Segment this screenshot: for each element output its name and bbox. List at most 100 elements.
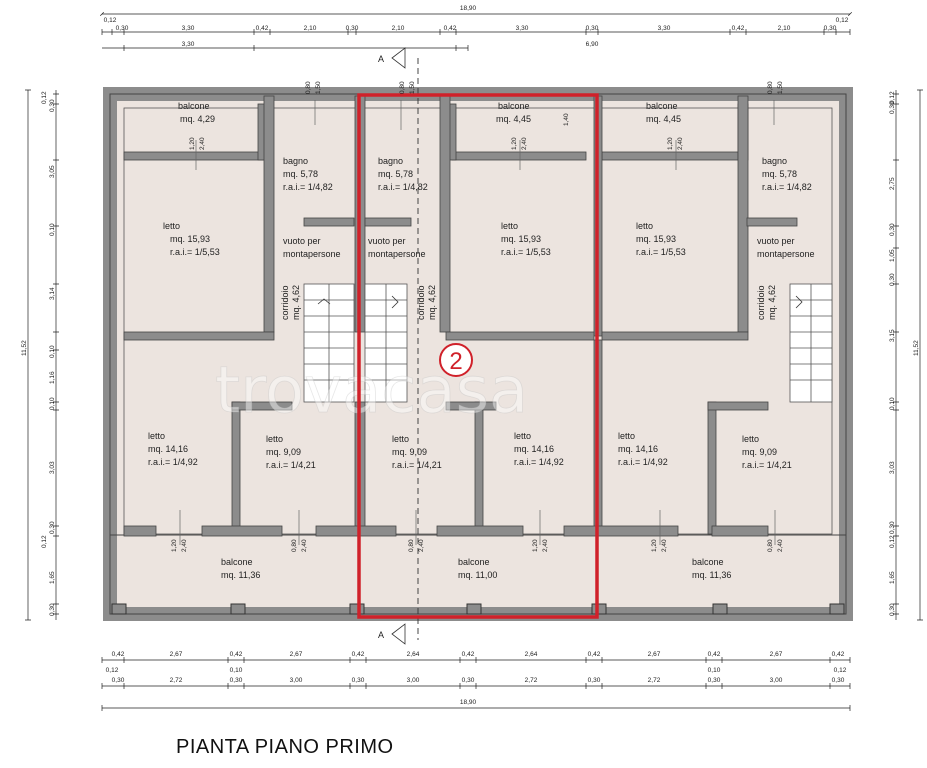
svg-text:1,65: 1,65 bbox=[889, 571, 896, 584]
svg-text:1,16: 1,16 bbox=[49, 371, 56, 384]
svg-text:0,42: 0,42 bbox=[832, 651, 845, 658]
svg-text:0,12: 0,12 bbox=[41, 535, 48, 548]
svg-text:1,20: 1,20 bbox=[532, 539, 539, 552]
dimension-left bbox=[25, 89, 59, 621]
svg-text:0,42: 0,42 bbox=[444, 25, 457, 32]
dimension-bottom-labels: 0,42 2,67 0,42 2,67 0,42 2,64 0,42 2,64 … bbox=[106, 651, 847, 706]
svg-text:11,52: 11,52 bbox=[913, 340, 920, 356]
svg-text:0,30: 0,30 bbox=[889, 101, 896, 114]
dimension-right-labels: 0,12 0,30 2,75 0,30 1,05 0,30 3,15 0,10 … bbox=[889, 91, 920, 616]
svg-text:0,12: 0,12 bbox=[41, 91, 48, 104]
svg-text:0,80: 0,80 bbox=[767, 539, 774, 552]
svg-text:1,05: 1,05 bbox=[889, 249, 896, 262]
corridor-label: corridoiomq. 4,62 bbox=[756, 285, 777, 320]
svg-text:0,30: 0,30 bbox=[116, 25, 129, 32]
svg-text:0,42: 0,42 bbox=[230, 651, 243, 658]
svg-text:0,80: 0,80 bbox=[767, 81, 774, 94]
svg-text:1,50: 1,50 bbox=[315, 81, 322, 94]
svg-text:3,30: 3,30 bbox=[516, 25, 529, 32]
svg-text:2,72: 2,72 bbox=[525, 677, 538, 684]
svg-text:0,30: 0,30 bbox=[889, 223, 896, 236]
svg-text:0,42: 0,42 bbox=[708, 651, 721, 658]
svg-text:1,20: 1,20 bbox=[667, 137, 674, 150]
svg-text:1,20: 1,20 bbox=[171, 539, 178, 552]
svg-text:2,67: 2,67 bbox=[770, 651, 783, 658]
svg-text:0,30: 0,30 bbox=[889, 603, 896, 616]
svg-text:0,30: 0,30 bbox=[112, 677, 125, 684]
svg-text:2,40: 2,40 bbox=[301, 539, 308, 552]
svg-text:2,40: 2,40 bbox=[542, 539, 549, 552]
svg-text:3,00: 3,00 bbox=[770, 677, 783, 684]
svg-text:2,75: 2,75 bbox=[889, 177, 896, 190]
unit-number-marker: 2 bbox=[439, 343, 473, 377]
svg-text:3,30: 3,30 bbox=[658, 25, 671, 32]
window-dims: 0,80 1,50 0,80 1,50 0,80 1,50 1,20 2,40 … bbox=[171, 81, 784, 552]
svg-text:6,90: 6,90 bbox=[586, 41, 599, 48]
staircase-right bbox=[789, 283, 833, 403]
svg-text:0,30: 0,30 bbox=[230, 677, 243, 684]
svg-text:0,12: 0,12 bbox=[836, 17, 849, 24]
svg-text:0,30: 0,30 bbox=[346, 25, 359, 32]
svg-text:18,90: 18,90 bbox=[460, 5, 477, 12]
svg-text:2,64: 2,64 bbox=[525, 651, 538, 658]
corridor-label: corridoiomq. 4,62 bbox=[416, 285, 437, 320]
svg-text:0,80: 0,80 bbox=[399, 81, 406, 94]
svg-text:2,40: 2,40 bbox=[418, 539, 425, 552]
svg-text:3,03: 3,03 bbox=[49, 461, 56, 474]
svg-text:1,20: 1,20 bbox=[511, 137, 518, 150]
svg-text:2,40: 2,40 bbox=[777, 539, 784, 552]
svg-text:11,52: 11,52 bbox=[21, 340, 28, 356]
dimension-bottom bbox=[101, 657, 851, 711]
svg-text:0,42: 0,42 bbox=[588, 651, 601, 658]
svg-text:0,80: 0,80 bbox=[408, 539, 415, 552]
section-mark-bottom: A bbox=[378, 630, 384, 640]
svg-text:0,12: 0,12 bbox=[104, 17, 117, 24]
svg-text:0,30: 0,30 bbox=[352, 677, 365, 684]
section-mark-top: A bbox=[378, 54, 384, 64]
svg-text:0,10: 0,10 bbox=[708, 667, 721, 674]
svg-text:3,15: 3,15 bbox=[889, 329, 896, 342]
svg-text:2,67: 2,67 bbox=[648, 651, 661, 658]
svg-text:0,30: 0,30 bbox=[824, 25, 837, 32]
svg-text:0,30: 0,30 bbox=[832, 677, 845, 684]
svg-text:0,80: 0,80 bbox=[291, 539, 298, 552]
svg-text:0,30: 0,30 bbox=[49, 521, 56, 534]
svg-text:3,30: 3,30 bbox=[182, 41, 195, 48]
svg-text:0,30: 0,30 bbox=[586, 25, 599, 32]
svg-text:0,30: 0,30 bbox=[889, 273, 896, 286]
svg-text:0,12: 0,12 bbox=[889, 535, 896, 548]
svg-text:0,30: 0,30 bbox=[462, 677, 475, 684]
svg-text:2,40: 2,40 bbox=[199, 137, 206, 150]
svg-text:2,10: 2,10 bbox=[304, 25, 317, 32]
svg-text:1,65: 1,65 bbox=[49, 571, 56, 584]
svg-text:0,42: 0,42 bbox=[462, 651, 475, 658]
svg-text:1,40: 1,40 bbox=[563, 113, 570, 126]
watermark: trovacasa bbox=[215, 354, 528, 428]
svg-text:0,30: 0,30 bbox=[889, 521, 896, 534]
svg-text:18,90: 18,90 bbox=[460, 699, 477, 706]
corridor-label: corridoiomq. 4,62 bbox=[280, 285, 301, 320]
svg-text:0,12: 0,12 bbox=[834, 667, 847, 674]
svg-text:0,10: 0,10 bbox=[230, 667, 243, 674]
svg-text:1,20: 1,20 bbox=[189, 137, 196, 150]
drawing-title: PIANTA PIANO PRIMO bbox=[176, 736, 394, 758]
svg-text:2,64: 2,64 bbox=[407, 651, 420, 658]
dimension-top-labels: 18,90 0,12 0,30 3,30 0,42 2,10 0,30 2,10… bbox=[104, 5, 849, 48]
staircase-center bbox=[364, 283, 408, 403]
svg-text:0,42: 0,42 bbox=[352, 651, 365, 658]
svg-text:0,10: 0,10 bbox=[49, 345, 56, 358]
svg-text:0,42: 0,42 bbox=[256, 25, 269, 32]
